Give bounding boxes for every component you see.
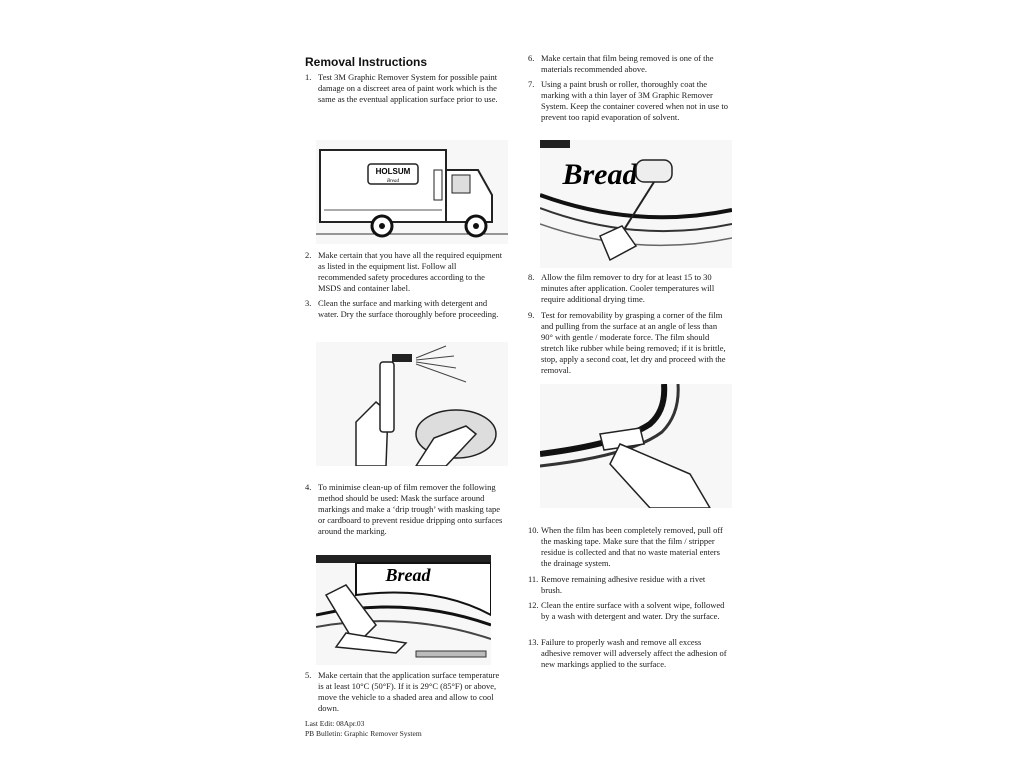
- step-text: Remove remaining adhesive residue with a…: [541, 574, 706, 595]
- peel-illustration: [540, 384, 732, 508]
- step-text: Clean the entire surface with a solvent …: [541, 600, 725, 621]
- truck-logo-text: HOLSUM: [376, 167, 411, 176]
- step-text: Allow the film remover to dry for at lea…: [541, 272, 715, 304]
- step-number: 4.: [305, 482, 312, 492]
- step-text: Make certain that you have all the requi…: [318, 250, 503, 293]
- step-text: To minimise clean-up of film remover the…: [318, 482, 503, 536]
- step-11: 11. Remove remaining adhesive residue wi…: [528, 574, 728, 596]
- step-7: 7. Using a paint brush or roller, thorou…: [528, 79, 728, 123]
- step-number: 1.: [305, 72, 312, 82]
- step-text: Clean the surface and marking with deter…: [318, 298, 499, 319]
- step-text: Using a paint brush or roller, thoroughl…: [541, 79, 728, 122]
- step-1: 1. Test 3M Graphic Remover System for po…: [305, 72, 505, 105]
- step-text: When the film has been completely remove…: [541, 525, 723, 568]
- step-2: 2. Make certain that you have all the re…: [305, 250, 505, 294]
- step-6: 6. Make certain that film being removed …: [528, 53, 728, 75]
- step-13: 13. Failure to properly wash and remove …: [528, 637, 728, 670]
- footer-last-edit: Last Edit: 08Apr.03: [305, 719, 365, 728]
- drip-trough-illustration: Bread: [316, 555, 491, 665]
- step-number: 11.: [528, 574, 539, 584]
- step-number: 13.: [528, 637, 539, 647]
- step-number: 2.: [305, 250, 312, 260]
- step-number: 10.: [528, 525, 539, 535]
- step-number: 6.: [528, 53, 535, 63]
- step-number: 12.: [528, 600, 539, 610]
- step-text: Make certain that film being removed is …: [541, 53, 714, 74]
- step-text: Test for removability by grasping a corn…: [541, 310, 726, 375]
- drip-bread-word: Bread: [385, 565, 432, 585]
- roller-illustration: Bread: [540, 140, 732, 268]
- truck-logo-sub: Bread: [387, 179, 400, 184]
- step-text: Make certain that the application surfac…: [318, 670, 500, 713]
- step-9: 9. Test for removability by grasping a c…: [528, 310, 728, 376]
- step-text: Test 3M Graphic Remover System for possi…: [318, 72, 498, 104]
- step-3: 3. Clean the surface and marking with de…: [305, 298, 505, 320]
- step-number: 5.: [305, 670, 312, 680]
- roller-bread-word: Bread: [562, 158, 639, 191]
- step-text: Failure to properly wash and remove all …: [541, 637, 727, 669]
- step-number: 8.: [528, 272, 535, 282]
- step-8: 8. Allow the film remover to dry for at …: [528, 272, 728, 305]
- truck-illustration: HOLSUM Bread: [316, 140, 508, 244]
- step-number: 3.: [305, 298, 312, 308]
- step-12: 12. Clean the entire surface with a solv…: [528, 600, 728, 622]
- step-number: 7.: [528, 79, 535, 89]
- spray-wipe-illustration: [316, 342, 508, 466]
- step-5: 5. Make certain that the application sur…: [305, 670, 505, 714]
- footer-bulletin: PB Bulletin: Graphic Remover System: [305, 729, 422, 738]
- page-title: Removal Instructions: [305, 55, 428, 69]
- step-number: 9.: [528, 310, 535, 320]
- step-10: 10. When the film has been completely re…: [528, 525, 728, 569]
- step-4: 4. To minimise clean-up of film remover …: [305, 482, 505, 537]
